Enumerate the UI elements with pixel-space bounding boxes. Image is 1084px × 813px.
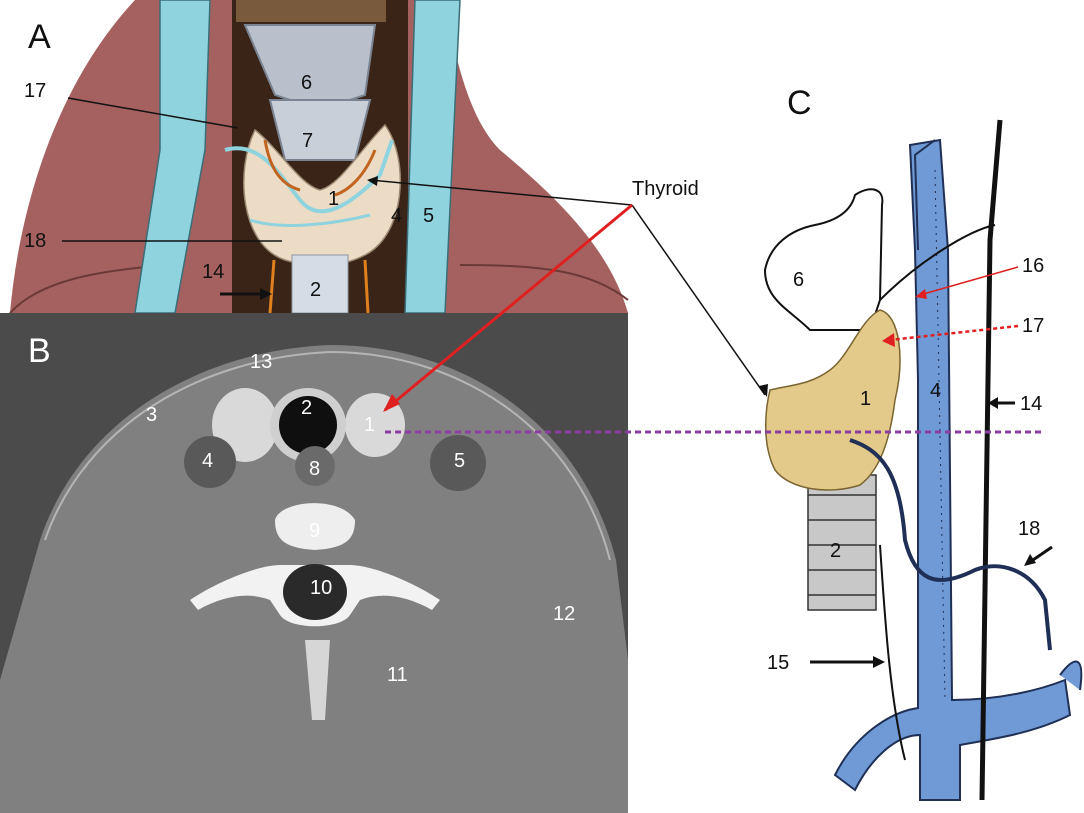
panel-b-ct-scan: [0, 313, 628, 813]
panel-a-label: 14: [202, 261, 224, 283]
thyroid-pointer-line-c: [632, 205, 765, 395]
panel-b-label: 3: [146, 404, 157, 426]
panel-c-label: 1: [860, 388, 871, 410]
panel-c-label: 17: [1022, 315, 1044, 337]
panel-a-label: 1: [328, 188, 339, 210]
panel-c-letter: C: [787, 84, 812, 122]
trachea-rings: [808, 475, 876, 610]
panel-b-label: 12: [553, 603, 575, 625]
panel-a-label: 5: [423, 205, 434, 227]
panel-a-label: 18: [24, 230, 46, 252]
panel-b-label: 13: [250, 351, 272, 373]
panel-c-label: 14: [1020, 393, 1042, 415]
panel-b-label: 9: [309, 520, 320, 542]
panel-c-label: 2: [830, 540, 841, 562]
panel-b-label: 11: [387, 664, 408, 686]
panel-c-illustration: [765, 120, 1081, 800]
panel-b-label: 1: [364, 414, 375, 436]
panel-b-label: 2: [301, 397, 312, 419]
panel-b-label: 8: [309, 458, 320, 480]
panel-b-label: 4: [202, 450, 213, 472]
thyroid-label: Thyroid: [632, 178, 699, 200]
panel-a-letter: A: [28, 18, 51, 56]
panel-a-label: 7: [302, 130, 313, 152]
panel-a-label: 17: [24, 80, 46, 102]
panel-a-label: 6: [301, 72, 312, 94]
panel-a-illustration: [0, 0, 628, 313]
label-17-dashed-pointer-c: [890, 326, 1018, 340]
panel-b-label: 5: [454, 450, 465, 472]
panel-c-label: 6: [793, 269, 804, 291]
panel-c-label: 15: [767, 652, 789, 674]
panel-a-label: 2: [310, 279, 321, 301]
arrow-icon: [873, 656, 885, 668]
panel-b-letter: B: [28, 332, 51, 370]
arrow-icon: [759, 384, 768, 397]
panel-c-label: 16: [1022, 255, 1044, 277]
panel-a-label: 4: [391, 205, 402, 227]
panel-b-label: 10: [310, 577, 332, 599]
panel-c-label: 18: [1018, 518, 1040, 540]
panel-c-label: 4: [930, 380, 941, 402]
